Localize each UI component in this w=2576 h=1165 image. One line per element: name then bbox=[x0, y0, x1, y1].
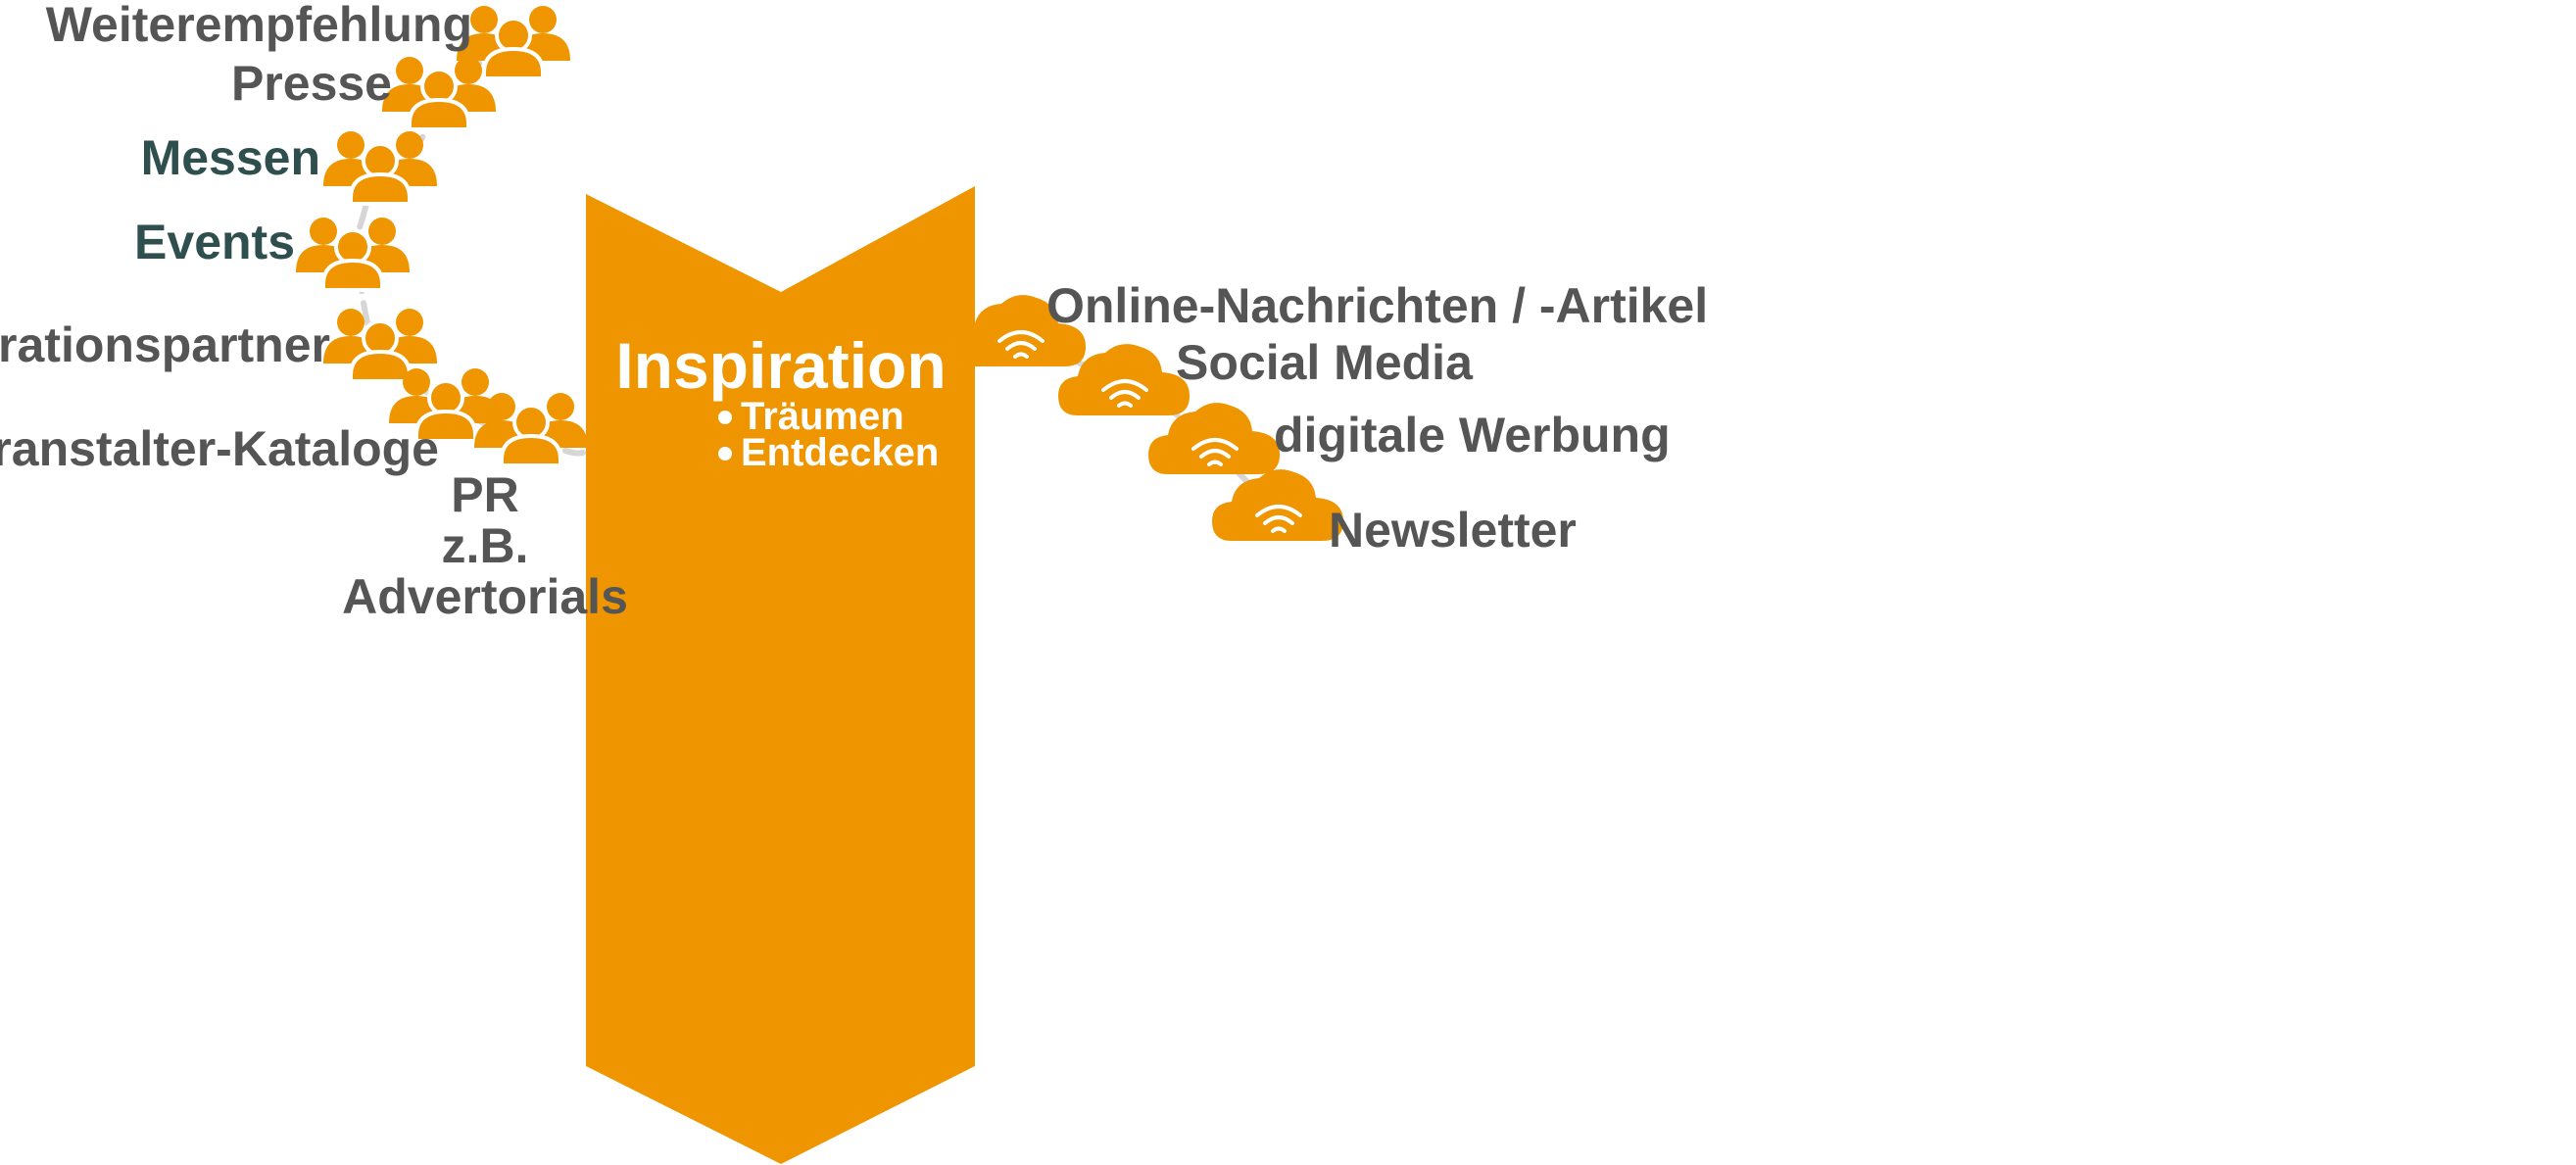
people-group-icon bbox=[294, 216, 412, 292]
label-presse: Presse bbox=[231, 56, 392, 111]
center-bullet-entdecken: Entdecken bbox=[741, 431, 939, 474]
bullet-dot-icon bbox=[718, 447, 732, 461]
center-bullet-list: Träumen Entdecken bbox=[718, 395, 939, 474]
label-weiterempfehlung: Weiterempfehlung bbox=[46, 0, 472, 52]
pr-line-advertorials: Advertorials bbox=[342, 569, 628, 624]
pr-line-zb: z.B. bbox=[442, 518, 529, 573]
people-group-icon bbox=[380, 55, 498, 131]
people-group-icon bbox=[321, 129, 439, 206]
label-reiseveranstalter-kataloge: Reiseveranstalter-Kataloge bbox=[0, 421, 439, 476]
label-messen: Messen bbox=[141, 130, 320, 185]
pr-line-pr: PR bbox=[451, 467, 518, 522]
label-events: Events bbox=[134, 215, 295, 269]
bullet-dot-icon bbox=[718, 411, 732, 424]
label-digitale-werbung: digitale Werbung bbox=[1274, 408, 1671, 462]
center-title: Inspiration bbox=[615, 329, 946, 402]
center-bullet-traeumen: Träumen bbox=[741, 395, 904, 438]
label-newsletter: Newsletter bbox=[1329, 503, 1577, 558]
cloud-wifi-icon bbox=[1210, 467, 1345, 543]
label-social-media: Social Media bbox=[1176, 335, 1474, 390]
label-kooperationspartner: Kooperationspartner bbox=[0, 317, 330, 372]
inspiration-chevron-shape bbox=[586, 186, 975, 1164]
label-online-nachrichten: Online-Nachrichten / -Artikel bbox=[1046, 278, 1708, 333]
